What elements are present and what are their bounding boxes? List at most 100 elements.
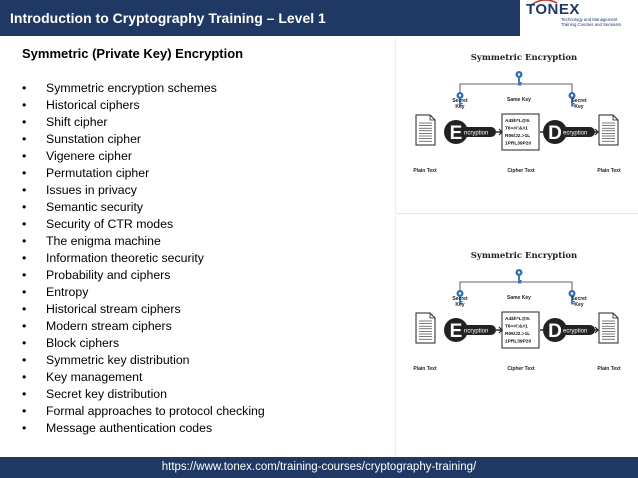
pill-letter: D xyxy=(548,123,562,144)
key-hole xyxy=(458,94,462,97)
key-hole xyxy=(517,73,521,76)
secret-key-label-right: Key xyxy=(574,302,583,308)
arrow-head xyxy=(498,326,503,334)
topic-label: Modern stream ciphers xyxy=(46,319,172,333)
bullet-icon: • xyxy=(22,200,27,214)
cipher-line: R06/J2.>1L xyxy=(505,133,530,139)
secret-key-icon xyxy=(456,290,464,305)
topic-label: Block ciphers xyxy=(46,336,120,350)
topic-list-item: •Key management xyxy=(22,369,382,386)
pill-text: ncryption xyxy=(464,328,488,334)
bullet-icon: • xyxy=(22,353,27,367)
topic-label: Key management xyxy=(46,370,143,384)
arrow-head xyxy=(594,128,599,136)
same-key-label: Same Key xyxy=(507,97,531,103)
diagram-title: Symmetric Encryption xyxy=(471,53,577,63)
cipher-line: A4$h*L@9. xyxy=(505,118,530,124)
document-outline xyxy=(415,114,436,146)
topic-list-item: •Sunstation cipher xyxy=(22,131,382,148)
plain-text-document-icon xyxy=(598,114,619,146)
bullet-icon: • xyxy=(22,98,27,112)
bullet-icon: • xyxy=(22,166,27,180)
logo-tagline-line-1: Technology and Management xyxy=(561,17,618,22)
document-outline xyxy=(598,114,619,146)
topic-label: Entropy xyxy=(46,285,89,299)
cipher-text-box xyxy=(501,311,540,349)
key-shaft xyxy=(459,98,461,107)
pill-text: ncryption xyxy=(464,130,488,136)
bullet-icon: • xyxy=(22,251,27,265)
logo-tagline-line-2: Training Courses and Seminars xyxy=(561,22,622,27)
key-connector-line xyxy=(459,83,573,96)
bullet-icon: • xyxy=(22,115,27,129)
plain-text-document-icon xyxy=(415,114,436,146)
logo-swoosh-icon xyxy=(530,0,558,6)
key-shaft xyxy=(518,275,520,284)
footer-url[interactable]: https://www.tonex.com/training-courses/c… xyxy=(161,461,477,473)
key-tooth xyxy=(519,280,522,282)
key-tooth xyxy=(572,103,575,105)
key-tooth xyxy=(460,103,463,105)
arrow-head xyxy=(594,326,599,334)
topic-label: Vigenere cipher xyxy=(46,149,132,163)
document-fold xyxy=(612,313,618,319)
key-shaft xyxy=(571,296,573,305)
topic-list-item: • Shift cipher xyxy=(22,114,382,131)
key-tooth xyxy=(460,301,463,303)
key-tooth xyxy=(572,301,575,303)
footer-bar: https://www.tonex.com/training-courses/c… xyxy=(0,457,638,478)
topic-label: Symmetric key distribution xyxy=(46,353,190,367)
bullet-icon: • xyxy=(22,319,27,333)
topic-label: Information theoretic security xyxy=(46,251,204,265)
key-tooth xyxy=(460,105,463,107)
topic-label: Historical ciphers xyxy=(46,98,140,112)
key-hole xyxy=(570,292,574,295)
topic-list-item: • Semantic security xyxy=(22,199,382,216)
topic-list-item: •Issues in privacy xyxy=(22,182,382,199)
document-fold xyxy=(429,115,435,121)
arrow-head xyxy=(498,128,503,136)
cipher-line: A4$h*L@9. xyxy=(505,316,530,322)
key-hole xyxy=(458,292,462,295)
document-outline xyxy=(598,312,619,344)
secret-key-label-right: Secret xyxy=(571,296,587,302)
document-fold xyxy=(429,313,435,319)
topic-label: The enigma machine xyxy=(46,234,161,248)
topic-label: Issues in privacy xyxy=(46,183,137,197)
bullet-icon: • xyxy=(22,234,27,248)
topic-label: Sunstation cipher xyxy=(46,132,142,146)
topic-label: Shift cipher xyxy=(46,115,108,129)
bullet-icon: • xyxy=(22,285,27,299)
header-bar: Introduction to Cryptography Training – … xyxy=(0,0,520,36)
secret-key-label-right: Key xyxy=(574,104,583,110)
key-hole xyxy=(570,94,574,97)
cipher-line: 1PRL39P20 xyxy=(505,141,531,147)
secret-key-label-left: Key xyxy=(455,104,464,110)
topic-label: Historical stream ciphers xyxy=(46,302,181,316)
topic-list-item: •Security of CTR modes xyxy=(22,216,382,233)
bullet-icon: • xyxy=(22,302,27,316)
topic-list-item: •Secret key distribution xyxy=(22,386,382,403)
pill-circle xyxy=(543,318,567,342)
diagram-title: Symmetric Encryption xyxy=(471,251,577,261)
bullet-icon: • xyxy=(22,149,27,163)
topic-label: Semantic security xyxy=(46,200,144,214)
cipher-line: 1PRL39P20 xyxy=(505,339,531,345)
topic-list-item: • Vigenere cipher xyxy=(22,148,382,165)
plain-text-label-right: Plain Text xyxy=(597,168,621,174)
topic-list-item: • Information theoretic security xyxy=(22,250,382,267)
topic-list-item: •Symmetric encryption schemes xyxy=(22,80,382,97)
key-shaft xyxy=(459,296,461,305)
bullet-icon: • xyxy=(22,268,27,282)
key-connector-line xyxy=(459,281,573,294)
same-key-label: Same Key xyxy=(507,295,531,301)
pill-text: ecryption xyxy=(563,328,587,334)
